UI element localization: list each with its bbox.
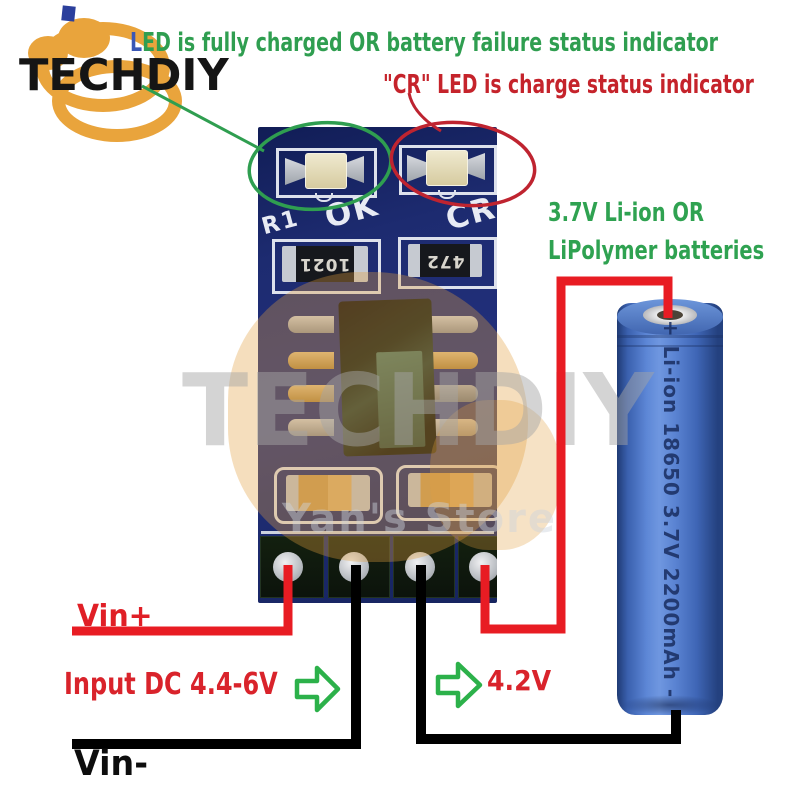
- blue-mark: [61, 5, 76, 22]
- resistor2: 472: [408, 244, 482, 277]
- pin-pad-bat-plus: [469, 552, 497, 582]
- ic-lead: [430, 385, 478, 402]
- ic-lead: [288, 316, 334, 333]
- ok-led: [305, 153, 347, 189]
- ok-led-note: LED is fully charged OR battery failure …: [130, 28, 718, 58]
- vin-plus-label: Vin+: [77, 599, 153, 634]
- output-arrow-icon: [435, 661, 483, 709]
- ic-lead: [288, 385, 334, 402]
- watermark-brand: TECHDIY: [182, 352, 654, 469]
- capacitor1: [286, 475, 370, 511]
- watermark-cloud: [228, 272, 528, 562]
- resistor2-frame: [398, 237, 497, 289]
- ic-lead: [430, 419, 478, 436]
- ic-lead: [288, 352, 334, 369]
- resistor2-value: 472: [425, 250, 465, 271]
- ic-lead: [430, 316, 478, 333]
- logo-cloud-blob: [28, 36, 68, 70]
- input-dc-label: Input DC 4.4-6V: [64, 667, 278, 702]
- battery-bottom-shade: [621, 695, 719, 715]
- capacitor2: [408, 473, 492, 507]
- ok-led-note-text: ED is fully charged OR battery failure s…: [142, 28, 719, 58]
- capacitor1-frame: [274, 467, 383, 524]
- silkscreen-line: [261, 531, 494, 534]
- cr-led-note: "CR" LED is charge status indicator: [383, 70, 754, 100]
- pin-pad-vin-plus: [273, 552, 303, 582]
- battery-print-wrap: + Li-ion 18650 3.7V 2200mAh -: [657, 319, 683, 699]
- watermark-store: Yan's Store: [282, 496, 558, 542]
- vin-minus-label: Vin-: [74, 744, 149, 784]
- output-voltage-label: 4.2V: [487, 664, 552, 697]
- battery-print: + Li-ion 18650 3.7V 2200mAh -: [659, 319, 683, 699]
- resistor1-frame: [272, 239, 381, 294]
- resistor1: 1021: [282, 246, 368, 282]
- ic-lead: [430, 352, 478, 369]
- ic-lead: [288, 419, 334, 436]
- cr-led-polarity-notch: [438, 190, 456, 199]
- battery-type-note-line1: 3.7V Li-ion OR: [548, 198, 704, 228]
- capacitor2-frame: [396, 465, 497, 521]
- resistor1-value: 1021: [299, 254, 351, 274]
- ok-led-note-first-letter: L: [130, 28, 143, 58]
- silkscreen-r1-label: R1: [259, 205, 303, 241]
- battery-type-note-line2: LiPolymer batteries: [548, 236, 765, 266]
- cr-led: [426, 150, 468, 186]
- input-arrow-icon: [294, 665, 341, 713]
